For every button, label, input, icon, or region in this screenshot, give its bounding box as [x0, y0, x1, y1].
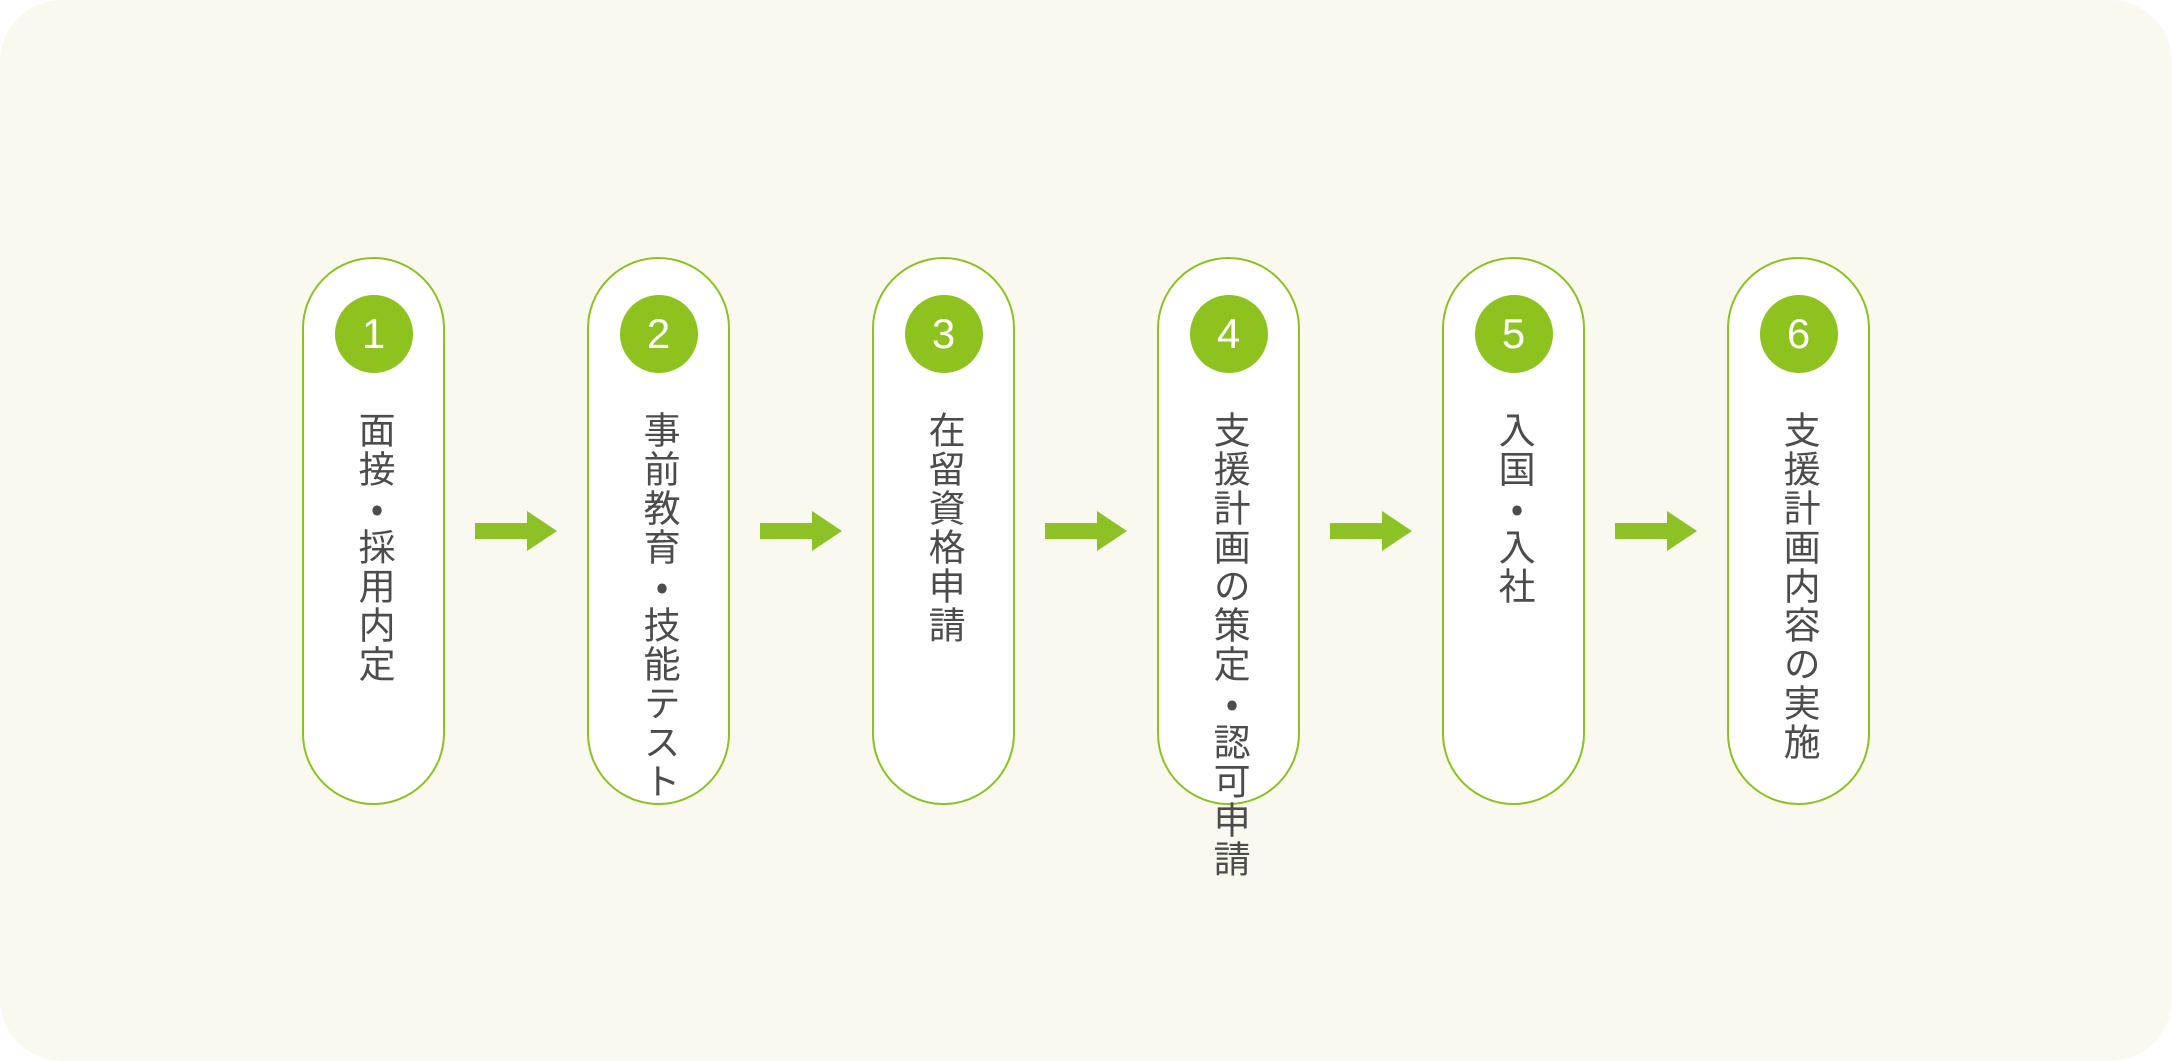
process-step-3: 3 在留資格申請 [872, 0, 1015, 1061]
process-step-1: 1 面接・採用内定 [302, 0, 445, 1061]
arrow-connector-3 [1015, 503, 1157, 559]
arrow-right-icon [1045, 503, 1127, 559]
process-step-5: 5 入国・入社 [1442, 0, 1585, 1061]
step-number-badge-4: 4 [1189, 294, 1268, 373]
step-card-1[interactable]: 1 面接・採用内定 [302, 256, 445, 805]
arrow-right-icon [1330, 503, 1412, 559]
arrow-connector-1 [445, 503, 587, 559]
step-label-4: 支援計画の策定・認可申請 [1207, 410, 1251, 879]
step-number-badge-6: 6 [1759, 294, 1838, 373]
step-card-2[interactable]: 2 事前教育・技能テスト [587, 256, 730, 805]
arrow-connector-4 [1300, 503, 1442, 559]
arrow-connector-2 [730, 503, 872, 559]
step-label-2: 事前教育・技能テスト [637, 410, 681, 801]
process-step-2: 2 事前教育・技能テスト [587, 0, 730, 1061]
process-step-4: 4 支援計画の策定・認可申請 [1157, 0, 1300, 1061]
step-label-6: 支援計画内容の実施 [1777, 410, 1821, 762]
step-number-badge-5: 5 [1474, 294, 1553, 373]
step-label-5: 入国・入社 [1492, 410, 1536, 606]
arrow-connector-5 [1585, 503, 1727, 559]
step-card-5[interactable]: 5 入国・入社 [1442, 256, 1585, 805]
step-label-3: 在留資格申請 [922, 410, 966, 645]
step-number-badge-2: 2 [619, 294, 698, 373]
arrow-right-icon [760, 503, 842, 559]
arrow-right-icon [475, 503, 557, 559]
step-card-3[interactable]: 3 在留資格申請 [872, 256, 1015, 805]
step-number-badge-3: 3 [904, 294, 983, 373]
step-card-4[interactable]: 4 支援計画の策定・認可申請 [1157, 256, 1300, 879]
step-number-badge-1: 1 [334, 294, 413, 373]
arrow-right-icon [1615, 503, 1697, 559]
step-label-1: 面接・採用内定 [352, 410, 396, 684]
process-step-6: 6 支援計画内容の実施 [1727, 0, 1870, 1061]
step-card-6[interactable]: 6 支援計画内容の実施 [1727, 256, 1870, 805]
